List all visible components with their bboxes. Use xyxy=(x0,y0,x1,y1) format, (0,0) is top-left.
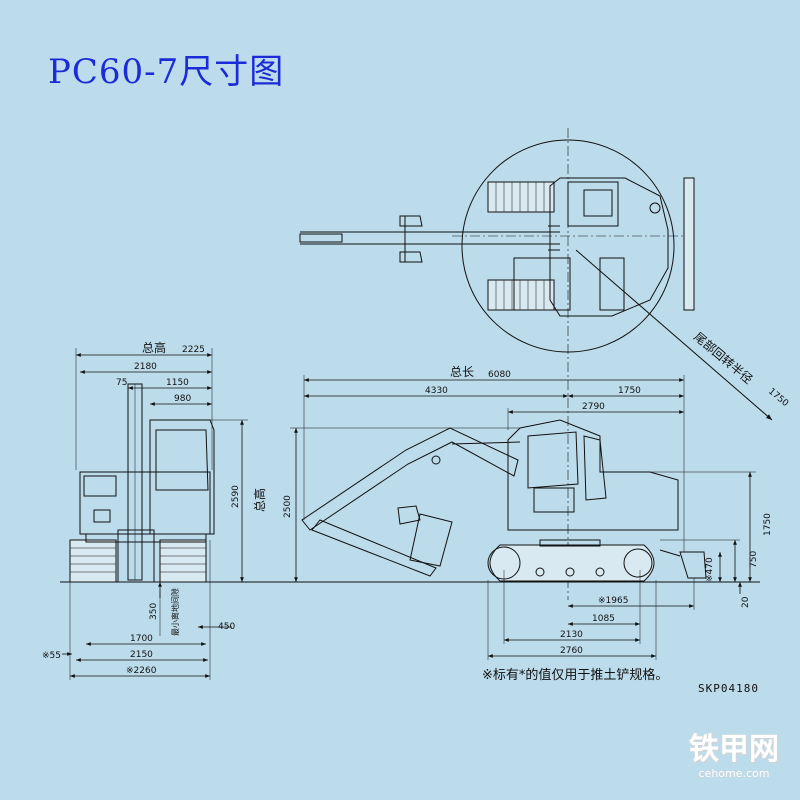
front-clearance-350: 350 xyxy=(149,603,159,620)
footnote: ※标有*的值仅用于推土铲规格。 xyxy=(482,668,669,683)
side-height-20: 20 xyxy=(741,596,751,608)
tail-swing-circle xyxy=(461,139,675,353)
side-length-1750: 1750 xyxy=(618,386,641,396)
front-width-1700: 1700 xyxy=(130,634,153,644)
front-width-1150: 1150 xyxy=(166,378,189,388)
front-view xyxy=(69,383,215,583)
side-height-1750: 1750 xyxy=(763,513,773,536)
front-width-980: 980 xyxy=(174,394,191,404)
watermark-logo: 铁甲网 xyxy=(689,732,779,767)
watermark: 铁甲网 cehome.com xyxy=(683,732,785,781)
side-total-length-label: 总长 xyxy=(450,365,474,379)
side-total-length-value: 6080 xyxy=(488,370,511,380)
front-width-2150: 2150 xyxy=(130,650,153,660)
side-length-2790: 2790 xyxy=(582,402,605,412)
front-clearance-label: 最小离地间隙 xyxy=(170,588,180,636)
side-height-470: ※470 xyxy=(705,557,715,582)
front-width-55: ※55 xyxy=(42,651,61,661)
side-view xyxy=(301,419,707,582)
front-total-height-value: 2225 xyxy=(182,345,205,355)
side-length-2760: 2760 xyxy=(560,646,583,656)
side-height-750: 750 xyxy=(749,551,759,568)
front-height-label: 总高 xyxy=(252,488,267,512)
side-length-1085: 1085 xyxy=(592,614,615,624)
side-length-1965: ※1965 xyxy=(598,596,628,606)
watermark-site: cehome.com xyxy=(698,767,770,780)
front-width-2180: 2180 xyxy=(134,362,157,372)
tail-radius-value: 1750 xyxy=(766,387,790,410)
front-width-450: 450 xyxy=(218,622,235,632)
front-width-2260: ※2260 xyxy=(126,666,157,676)
front-width-75: 75 xyxy=(116,378,127,388)
page-title: PC60-7尺寸图 xyxy=(48,52,285,92)
side-height-2500: 2500 xyxy=(283,495,293,518)
front-height-2590: 2590 xyxy=(231,485,241,508)
top-view xyxy=(299,139,773,421)
side-length-4330: 4330 xyxy=(425,386,448,396)
front-total-height-label: 总高 xyxy=(142,340,166,355)
side-length-2130: 2130 xyxy=(560,630,583,640)
drawing-code: SKP04180 xyxy=(698,682,759,695)
